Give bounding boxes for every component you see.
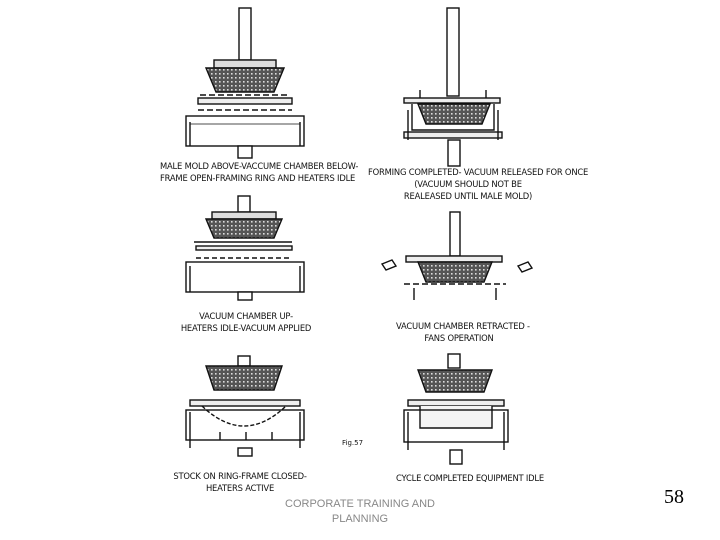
step3-illustration bbox=[185, 195, 305, 301]
caption-step2-line3: REALEASED UNTIL MALE MOLD) bbox=[403, 191, 533, 201]
caption-step6: CYCLE COMPLETED EQUIPMENT IDLE bbox=[396, 472, 544, 484]
caption-step4-line1: VACUUM CHAMBER RETRACTED - bbox=[396, 321, 530, 331]
figure-label: Fig.57 bbox=[342, 439, 363, 447]
caption-step3-line2: HEATERS IDLE-VACUUM APPLIED bbox=[180, 323, 312, 333]
step2-illustration bbox=[403, 7, 503, 167]
caption-step2-line2: (VACUUM SHOULD NOT BE bbox=[414, 179, 522, 189]
caption-step2-line1: FORMING COMPLETED- VACUUM RELEASED FOR O… bbox=[368, 167, 589, 177]
caption-step2: FORMING COMPLETED- VACUUM RELEASED FOR O… bbox=[368, 166, 589, 202]
caption-step1: MALE MOLD ABOVE-VACCUME CHAMBER BELOW- F… bbox=[160, 160, 358, 184]
caption-step6-line1: CYCLE COMPLETED EQUIPMENT IDLE bbox=[396, 473, 544, 483]
caption-step5: STOCK ON RING-FRAME CLOSED- HEATERS ACTI… bbox=[172, 470, 308, 494]
footer-line1: CORPORATE TRAINING AND bbox=[285, 498, 435, 510]
caption-step5-line2: HEATERS ACTIVE bbox=[205, 483, 275, 493]
thermoforming-process-figure: Fig.57 bbox=[150, 0, 590, 520]
caption-step1-line1: MALE MOLD ABOVE-VACCUME CHAMBER BELOW- bbox=[160, 161, 359, 171]
caption-step4-line2: FANS OPERATION bbox=[424, 333, 494, 343]
caption-step1-line2: FRAME OPEN-FRAMING RING AND HEATERS IDLE bbox=[160, 173, 356, 183]
step4-illustration bbox=[380, 211, 534, 300]
caption-step4: VACUUM CHAMBER RETRACTED - FANS OPERATIO… bbox=[396, 320, 530, 344]
footer-line2: PLANNING bbox=[331, 513, 389, 525]
caption-step5-line1: STOCK ON RING-FRAME CLOSED- bbox=[173, 471, 307, 481]
page-number: 58 bbox=[664, 486, 684, 508]
step6-illustration bbox=[403, 353, 509, 465]
step1-illustration bbox=[185, 7, 305, 159]
step5-illustration bbox=[185, 355, 305, 457]
caption-step3: VACUUM CHAMBER UP- HEATERS IDLE-VACUUM A… bbox=[176, 310, 316, 334]
caption-step3-line1: VACUUM CHAMBER UP- bbox=[199, 311, 293, 321]
figure-drawing: Fig.57 bbox=[185, 7, 534, 465]
footer-text: CORPORATE TRAINING AND PLANNING bbox=[240, 497, 480, 527]
